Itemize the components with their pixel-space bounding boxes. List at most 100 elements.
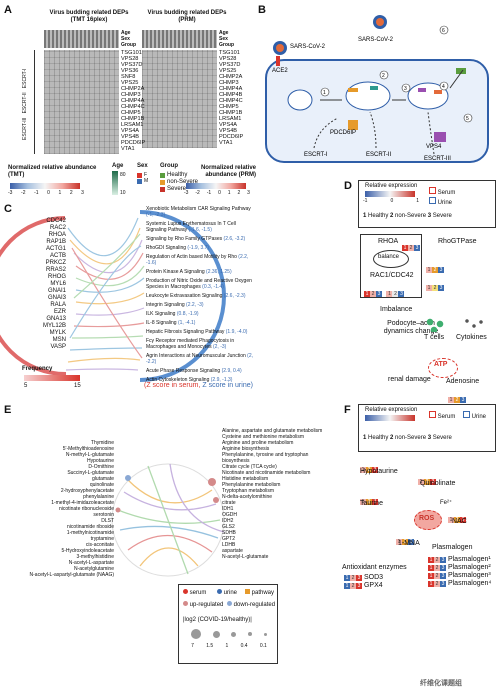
pathway-name: Acute Phase Response Signaling: [146, 368, 221, 374]
legend-prm-colorbar: [186, 183, 246, 189]
legend-tick: 3: [81, 190, 84, 196]
pathway-name: Fcγ Receptor mediated Phagocytosis in Ma…: [146, 338, 235, 350]
freq-tick-high: 15: [74, 383, 81, 389]
pathway-label: ILK Signaling (0.8, -1.9): [146, 311, 256, 317]
chord-gene-label: VASP: [50, 344, 66, 350]
svg-text:4: 4: [442, 84, 445, 90]
chord-gene-label: EZR: [54, 309, 66, 315]
tmt-annotation-bars: [44, 30, 119, 48]
pathway-label: Production of Nitric Oxide and Reactive …: [146, 278, 256, 290]
e-legend-up: up-regulated: [183, 601, 223, 609]
pathway-zscore: (2.6, -2.3): [223, 293, 246, 299]
rac-label: RAC1/CDC42: [370, 272, 414, 279]
endosome-2: [345, 81, 391, 111]
pathway-zscore: (0.8, -1.9): [176, 311, 199, 317]
pathway-label: Hepatic Fibrosis Signaling Pathway (1.9,…: [146, 329, 256, 335]
pathway-zscore: (-1, -2.3): [146, 212, 166, 218]
pathway-zscore: (2, -3): [212, 344, 227, 350]
chord-gene-label: RALA: [50, 302, 66, 308]
legend-tick: 1: [58, 190, 62, 196]
metabolite-label: Nicotinate and nicotinamide metabolism: [222, 470, 311, 476]
zscore-note: (Z score in serum, Z score in urine): [144, 382, 253, 390]
chord-gene-label: MYLK: [49, 330, 66, 336]
gene-label: VTA1: [219, 140, 233, 146]
pathway-zscore: (2.9, 0.4): [221, 368, 242, 374]
pathway-name: Integrin Signaling: [146, 302, 185, 308]
tmt-heatmap: [44, 50, 119, 154]
d-serum-legend: Serum: [429, 187, 455, 197]
svg-text:1: 1: [323, 90, 326, 96]
pathway-label: Actin Cytoskeleton Signaling (2.9, -1.3): [146, 377, 256, 383]
e-legend-urine: urine: [217, 589, 237, 597]
legend-tick: 1: [227, 190, 231, 196]
plasmalogen-label: Plasmalogen: [432, 544, 473, 551]
podocyte-label: Podocyte–actin dynamics change: [383, 320, 439, 335]
gene-label: VTA1: [121, 146, 135, 152]
age-colorbar: [112, 171, 118, 195]
age-tick-low: 10: [120, 190, 126, 196]
pathway-zscore: (2.2, -1.6): [146, 254, 249, 266]
panel-a-label: A: [4, 4, 12, 16]
panel-b-diagram: SARS-CoV-2 SARS-CoV-2 ACE2 1 2 3 4 5 6 P…: [265, 15, 489, 163]
gene-label: VPS28: [121, 56, 139, 62]
chord-gene-label: RHOA: [48, 232, 66, 238]
metabolite-label: Succinyl-L-glutamate: [67, 470, 114, 476]
metabolite-label: Histidine metabolism: [222, 476, 269, 482]
gene-label: PDCD6IP: [219, 134, 244, 140]
pathway-zscore: (2.36, 1.25): [206, 269, 232, 275]
gene-label: VPS4B: [219, 128, 238, 134]
gene-label: VPS25: [219, 68, 237, 74]
virus-top-icon: [373, 15, 387, 29]
pathway-label: Agrin Interactions at Neuromuscular Junc…: [146, 353, 256, 365]
pathway-label: Protein Kinase A Signaling (2.36, 1.25): [146, 269, 256, 275]
metabolite-label: phenylalanine: [83, 494, 114, 500]
gene-label: CHMP1B: [121, 116, 145, 122]
metabolite-label: Citrate cycle (TCA cycle): [222, 464, 277, 470]
panel-e-label: E: [4, 404, 12, 416]
legend-tick: -1: [206, 190, 212, 196]
sex-legend-title: Sex: [137, 163, 148, 169]
metabolite-label: nicotinate ribonucleoside: [58, 506, 114, 512]
atp-burst-icon: [428, 358, 458, 378]
legend-tick: -3: [184, 190, 189, 196]
svg-text:3: 3: [404, 86, 407, 92]
sex-m: M: [144, 178, 149, 184]
svg-text:2: 2: [382, 73, 385, 79]
balance-ring: [373, 250, 409, 268]
freq-colorbar: [24, 375, 80, 381]
gene-label: VPS25: [121, 80, 139, 86]
group-severe: Severe: [167, 186, 187, 192]
pathway-name: Signaling by Rho Family GTPases: [146, 236, 223, 242]
chord-gene-label: ACTG1: [45, 246, 66, 252]
legend-tick: 0: [47, 190, 50, 196]
group-nonsevere: non-Severe: [167, 179, 199, 185]
gene-label: CHMP4A: [121, 98, 145, 104]
gene-label: LRSAM1: [219, 116, 242, 122]
pathway-name: Regulation of Actin based Motility by Rh…: [146, 254, 237, 260]
size-tick: 1: [225, 643, 229, 649]
escrt-i-label: ESCRT-I: [22, 68, 28, 89]
sex-legend: F M: [137, 172, 148, 184]
pathway-label: Signaling by Rho Family GTPases (2.6, -3…: [146, 236, 256, 242]
svg-text:5: 5: [466, 116, 469, 122]
sex-f: F: [144, 172, 148, 178]
pathway-label: Fcγ Receptor mediated Phagocytosis in Ma…: [146, 338, 256, 350]
pathway-zscore: (-1.9, 3.7): [187, 245, 210, 251]
metabolite-label: 1-methylnicotinamide: [66, 530, 114, 536]
gene-label: VPS28: [219, 56, 237, 62]
e-size-dots: [185, 627, 273, 641]
